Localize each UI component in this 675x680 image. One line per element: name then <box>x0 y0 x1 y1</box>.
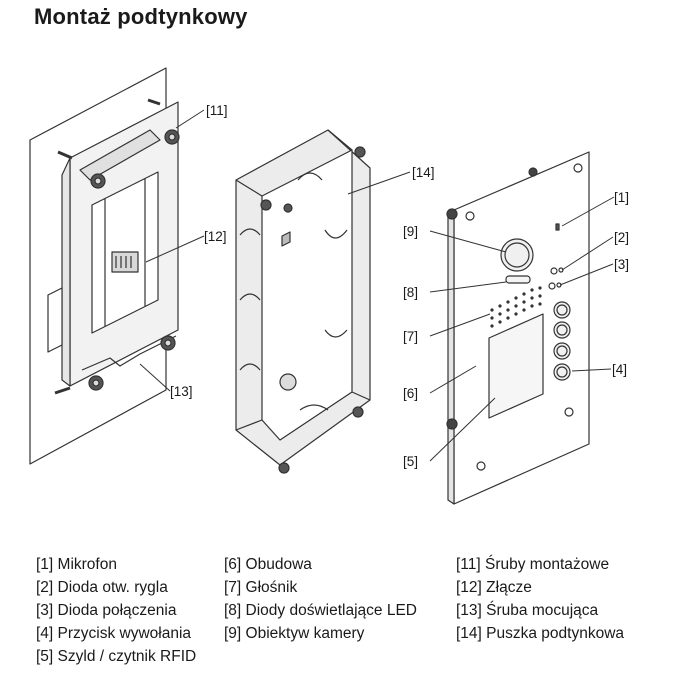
legend-item: [14] Puszka podtynkowa <box>456 625 625 642</box>
callout-5: [5] <box>403 454 418 469</box>
legend-item: [12] Złącze <box>456 579 532 596</box>
legend-item: [7] Głośnik <box>224 579 298 596</box>
legend-item: [4] Przycisk wywołania <box>36 625 192 642</box>
callout-2: [2] <box>614 230 629 245</box>
flush-box <box>235 129 371 474</box>
legend-item: [3] Dioda połączenia <box>36 602 177 619</box>
callout-3: [3] <box>614 257 629 272</box>
legend-item: [9] Obiektyw kamery <box>224 625 365 642</box>
legend-item: [2] Dioda otw. rygla <box>36 579 168 596</box>
legend-item: [8] Diody doświetlające LED <box>224 602 417 619</box>
legend-column-3: [11] Śruby montażowe [12] Złącze [13] Śr… <box>456 553 624 645</box>
callout-9: [9] <box>403 224 418 239</box>
callout-8: [8] <box>403 285 418 300</box>
callout-4: [4] <box>612 362 627 377</box>
callout-12: [12] <box>204 229 227 244</box>
callout-14: [14] <box>412 165 435 180</box>
page-title: Montaż podtynkowy <box>34 4 248 29</box>
legend-item: [6] Obudowa <box>224 556 312 573</box>
callout-7: [7] <box>403 329 418 344</box>
callout-6: [6] <box>403 386 418 401</box>
callout-labels: [11] [12] [13] [14] [9] [8] [7] [6] [5] … <box>170 103 629 469</box>
legend-item: [11] Śruby montażowe <box>456 556 610 573</box>
front-panel <box>446 151 590 505</box>
callout-1: [1] <box>614 190 629 205</box>
legend-item: [5] Szyld / czytnik RFID <box>36 648 197 665</box>
mounting-diagram: [11] [12] [13] [14] [9] [8] [7] [6] [5] … <box>29 67 629 505</box>
legend-item: [1] Mikrofon <box>36 556 117 573</box>
legend-item: [13] Śruba mocująca <box>456 602 599 619</box>
callout-11: [11] <box>206 103 228 118</box>
wall-plate-assembly <box>29 67 180 465</box>
callout-13: [13] <box>170 384 193 399</box>
legend-column-1: [1] Mikrofon [2] Dioda otw. rygla [3] Di… <box>36 553 196 668</box>
legend-column-2: [6] Obudowa [7] Głośnik [8] Diody doświe… <box>224 553 417 645</box>
